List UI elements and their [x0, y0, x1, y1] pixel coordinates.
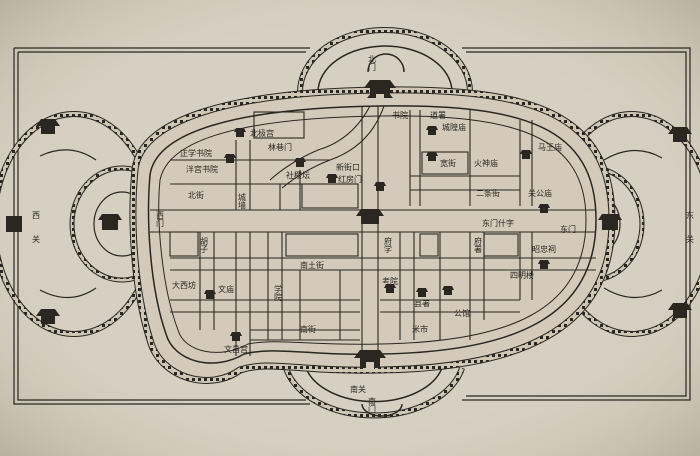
label-street-21: 道署 [430, 111, 446, 120]
label-street-7: 四明楼 [510, 271, 534, 280]
label-north-gate: 北门 [368, 55, 376, 72]
label-temple-north: 北极宫 [250, 129, 274, 138]
label-street-14: 大西坊 [172, 281, 196, 290]
label-temple-6: 关公庙 [528, 189, 552, 198]
label-street-16: 南街 [300, 325, 316, 334]
label-street-10: 胡子 [200, 237, 208, 254]
label-street-18: 米市 [412, 325, 428, 334]
label-east-inner: 东门 [560, 225, 576, 234]
label-street-8: 南土街 [300, 261, 324, 270]
city-wall [129, 86, 616, 384]
label-temple-7: 昭忠祠 [532, 245, 556, 254]
north-barbican [297, 27, 473, 93]
label-temple-2: 社稷坛 [286, 171, 310, 180]
gate-tower-south [354, 350, 386, 370]
label-west-gate-2: 关 [32, 235, 40, 244]
label-street-17: 文昌宫 [224, 345, 248, 354]
gate-tower-east [598, 214, 622, 230]
label-street-15: 学院 [274, 285, 282, 302]
label-west-gate-1: 西 [32, 211, 40, 220]
label-east-gate-2: 关 [686, 235, 694, 244]
label-temple-4: 城隍庙 [442, 123, 466, 132]
label-academy-2: 泮宫书院 [186, 165, 218, 174]
corner-tower-sw [36, 309, 60, 324]
corner-tower-se [668, 303, 692, 318]
label-street-9: 北街 [188, 191, 204, 200]
label-street-5: 二条街 [476, 189, 500, 198]
label-street-11: 城墙 [238, 193, 246, 210]
label-street-19: 南关 [350, 385, 366, 394]
label-east-gate-1: 东 [686, 211, 694, 220]
label-west-inner: 西门 [156, 211, 164, 228]
label-academy-1: 正学书院 [180, 149, 212, 158]
label-temple-8: 考院 [382, 277, 398, 286]
street-grid [150, 105, 596, 356]
label-temple-9: 县署 [414, 299, 430, 308]
label-temple-10: 公馆 [454, 309, 470, 318]
gate-tower-west [98, 214, 122, 230]
label-street-1: 林巷门 [268, 143, 292, 152]
label-temple-5: 火神庙 [474, 159, 498, 168]
label-street-3: 红房门 [338, 175, 362, 184]
moat-line [158, 115, 587, 353]
gate-tower-north [364, 80, 396, 102]
label-street-4: 宽街 [440, 159, 456, 168]
label-street-2: 新街口 [336, 163, 360, 172]
corner-tower-w2 [6, 216, 22, 232]
label-temple-3: 马王庙 [538, 143, 562, 152]
temple-icons [204, 126, 550, 341]
south-barbican [283, 367, 465, 419]
corner-tower-ne [668, 127, 692, 142]
label-street-13: 府署 [474, 237, 482, 254]
label-street-6: 东门什字 [482, 219, 514, 228]
label-street-12: 府学 [384, 237, 392, 254]
gate-tower-center [356, 209, 384, 224]
outer-frame [13, 47, 691, 405]
corner-tower-nw [36, 119, 60, 134]
label-south-gate: 南门 [368, 397, 376, 414]
label-street-20: 书院 [392, 111, 408, 120]
label-temple-11: 文庙 [218, 285, 234, 294]
